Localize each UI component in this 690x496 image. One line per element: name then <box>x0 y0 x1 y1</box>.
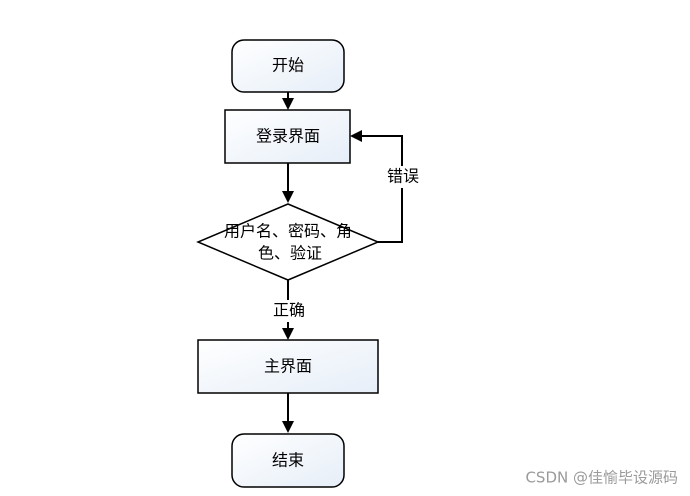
end-label: 结束 <box>272 451 304 470</box>
correct-label-bg <box>268 300 310 322</box>
watermark-text: CSDN @佳愉毕设源码 <box>525 469 678 487</box>
start-node: 开始 <box>231 39 345 93</box>
error-label: 错误 <box>387 167 419 186</box>
check-label-line2: 色、验证 <box>258 244 322 263</box>
correct-label: 正确 <box>273 301 305 320</box>
error-label-bg <box>382 166 422 188</box>
edge-check-error <box>350 130 403 243</box>
login-node: 登录界面 <box>224 109 351 164</box>
check-node: 用户名、密码、角 色、验证 <box>196 203 380 281</box>
end-node: 结束 <box>231 433 345 488</box>
start-label: 开始 <box>272 56 304 75</box>
login-label: 登录界面 <box>256 127 320 146</box>
main-label: 主界面 <box>264 357 312 376</box>
check-label-line1: 用户名、密码、角 <box>224 222 352 241</box>
main-node: 主界面 <box>197 339 379 394</box>
